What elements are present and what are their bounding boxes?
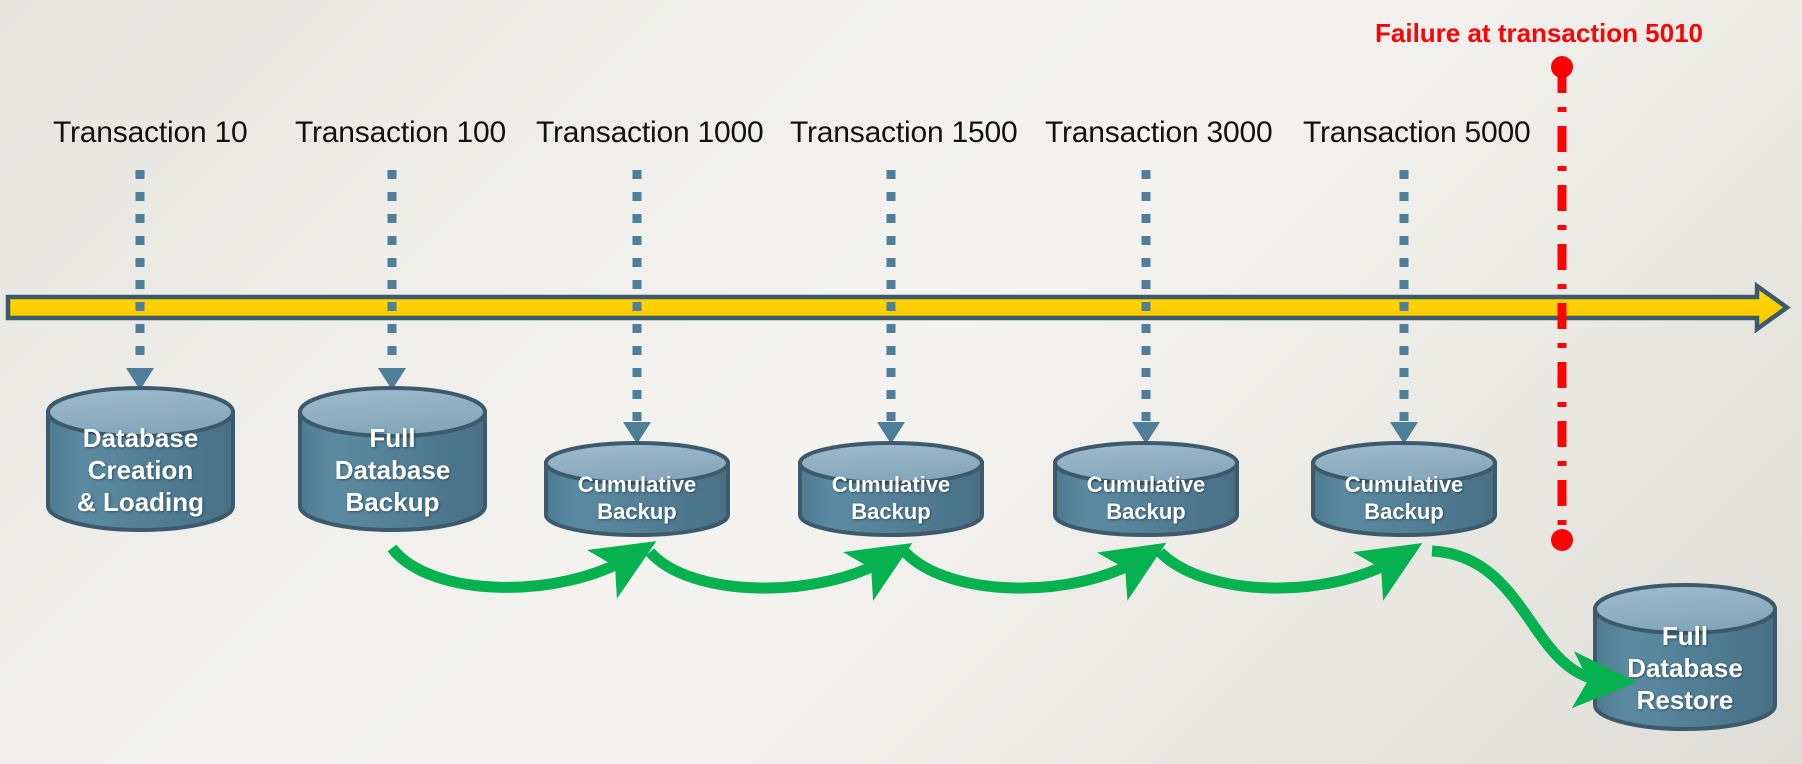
transaction-label-10: Transaction 10 [53, 116, 248, 149]
cylinder-cumulative-backup-3[interactable] [1053, 441, 1239, 537]
transaction-connector-arrowheads [126, 368, 1418, 444]
transaction-label-1000: Transaction 1000 [536, 116, 764, 149]
transaction-label-100: Transaction 100 [295, 116, 507, 149]
chain-arrow-restore [1431, 545, 1637, 709]
failure-marker-bottom-dot [1551, 529, 1573, 551]
chain-arrow-3 [900, 542, 1167, 601]
transaction-label-1500: Transaction 1500 [790, 116, 1018, 149]
transaction-label-3000: Transaction 3000 [1045, 116, 1273, 149]
failure-label: Failure at transaction 5010 [1375, 18, 1704, 48]
cylinder-cumulative-backup-2[interactable] [798, 441, 984, 537]
transaction-label-5000: Transaction 5000 [1303, 116, 1531, 149]
timeline-arrow [5, 281, 1791, 334]
chain-arrow-2 [645, 542, 913, 601]
cylinder-cumulative-backup-1[interactable] [544, 441, 730, 537]
cylinder-database-creation-loading[interactable] [46, 386, 235, 532]
failure-marker [1551, 56, 1573, 551]
cumulative-backup-chain-arrows [387, 541, 1637, 709]
cylinder-full-database-backup[interactable] [298, 386, 487, 532]
cylinder-cumulative-backup-4[interactable] [1311, 441, 1497, 537]
chain-arrow-1 [387, 541, 657, 599]
cylinder-full-database-restore[interactable] [1593, 583, 1777, 731]
chain-arrow-4 [1156, 542, 1423, 601]
